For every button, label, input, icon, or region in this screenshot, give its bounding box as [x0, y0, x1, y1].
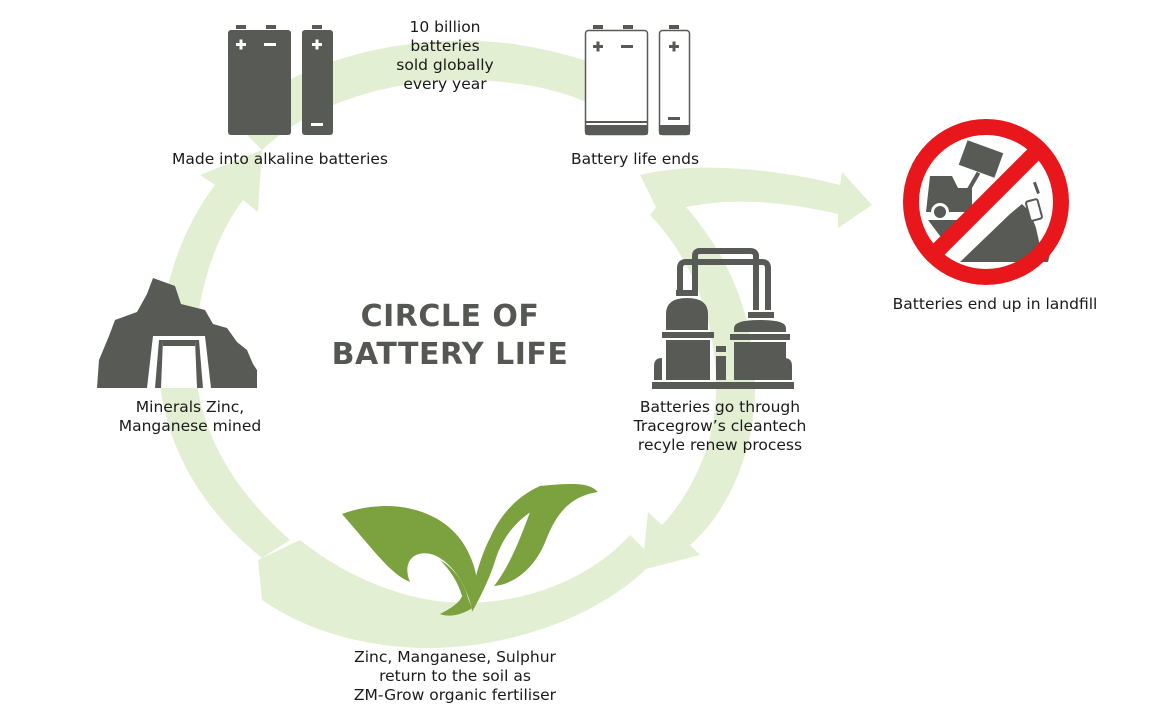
label-line: 10 billion — [409, 18, 481, 36]
label-line: Zinc, Manganese, Sulphur — [354, 648, 556, 666]
stage-label-alkaline: Made into alkaline batteries — [150, 150, 410, 169]
label-line: sold globally — [396, 56, 494, 74]
recycling-plant-icon — [652, 248, 794, 389]
label-line: recyle renew process — [637, 436, 803, 454]
leaf-sprout-icon — [342, 484, 598, 616]
label-line: Batteries end up in landfill — [892, 295, 1098, 313]
title-line-1: CIRCLE OF — [360, 299, 540, 334]
label-line: Batteries go through — [639, 398, 801, 416]
no-landfill-icon — [903, 119, 1069, 285]
label-line: Tracegrow’s cleantech — [633, 417, 807, 435]
label-line: ZM-Grow organic fertiliser — [353, 686, 557, 704]
stat-label-sold-globally: 10 billion batteries sold globally every… — [370, 18, 520, 94]
title-line-2: BATTERY LIFE — [331, 337, 569, 372]
stage-label-mined: Minerals Zinc, Manganese mined — [100, 398, 280, 436]
batteries-empty-icon — [584, 25, 691, 136]
label-line: return to the soil as — [379, 667, 531, 685]
diagram-title: CIRCLE OF BATTERY LIFE — [300, 298, 600, 374]
arrow-segment-bottom — [258, 535, 655, 649]
batteries-full-icon — [228, 25, 333, 135]
label-line: Battery life ends — [570, 150, 700, 168]
label-line: Minerals Zinc, — [135, 398, 245, 416]
stage-label-landfill: Batteries end up in landfill — [880, 295, 1110, 314]
arrow-segment-left — [158, 150, 290, 558]
label-line: Made into alkaline batteries — [171, 150, 389, 168]
arrow-landfill-branch — [640, 167, 872, 228]
arrow-segment-right — [642, 190, 756, 570]
stage-label-life-ends: Battery life ends — [550, 150, 720, 169]
label-line: batteries — [410, 37, 480, 55]
label-line: Manganese mined — [118, 417, 262, 435]
label-line: every year — [403, 75, 487, 93]
mine-icon — [97, 278, 257, 388]
stage-label-recycle: Batteries go through Tracegrow’s cleante… — [610, 398, 830, 455]
stage-label-fertiliser: Zinc, Manganese, Sulphur return to the s… — [330, 648, 580, 705]
